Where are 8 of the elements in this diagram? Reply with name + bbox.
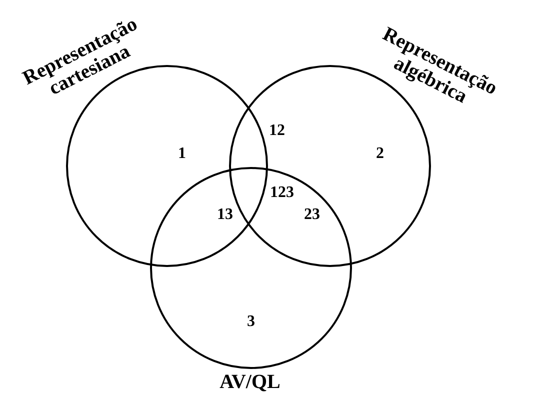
set-title: AV/QL (218, 372, 282, 393)
region-number: 13 (217, 206, 233, 224)
region-number: 3 (247, 313, 255, 331)
region-number: 1 (178, 145, 186, 163)
region-number: 123 (270, 184, 294, 202)
region-number: 12 (269, 122, 285, 140)
region-number: 2 (376, 145, 384, 163)
region-number: 23 (304, 206, 320, 224)
